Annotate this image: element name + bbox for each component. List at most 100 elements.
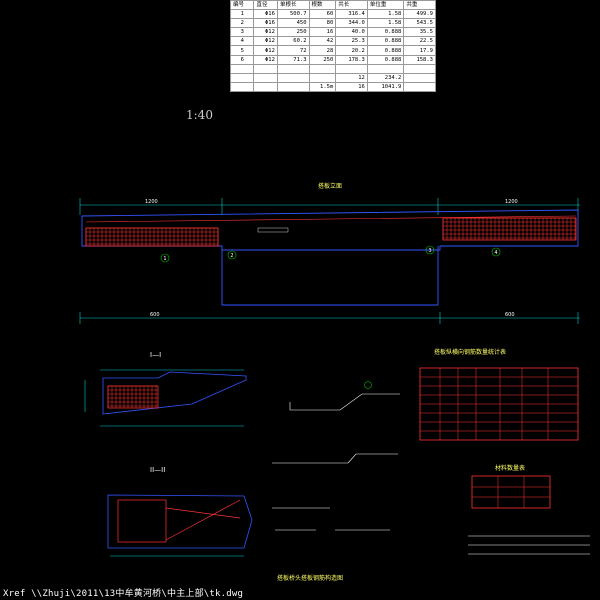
table-cell: 22.5: [403, 36, 436, 47]
rebar-bend-details: [272, 381, 400, 464]
callout-3: 3: [428, 248, 431, 254]
table-cell: [335, 63, 368, 74]
table-cell: 500.7: [276, 9, 310, 20]
table-cell: Φ12: [253, 45, 278, 56]
table-cell: 60: [308, 9, 337, 20]
callout-2: 2: [230, 253, 233, 259]
table-cell: 60.2: [276, 36, 310, 47]
table-cell: 3: [229, 27, 255, 38]
summary-table-title: 材料数量表: [495, 464, 525, 472]
table-cell: 40.0: [335, 27, 368, 38]
table-header: 直径: [253, 0, 278, 11]
table-cell: [253, 72, 278, 83]
table-cell: 0.888: [366, 45, 405, 56]
table-header: 根数: [308, 0, 337, 11]
table-cell: 178.3: [335, 54, 368, 65]
table-cell: 12: [335, 72, 368, 83]
notes: [468, 535, 590, 555]
table-header: 共长: [335, 0, 368, 11]
table-cell: 250: [276, 27, 310, 38]
table-cell: 0.888: [366, 36, 405, 47]
table-header: 编号: [229, 0, 255, 11]
table-cell: 72: [276, 45, 310, 56]
bottom-title: 搭板桥头搭板钢筋构造图: [277, 574, 343, 582]
table-cell: 250: [308, 54, 337, 65]
table-cell: Φ12: [253, 54, 278, 65]
table-cell: 543.5: [403, 18, 436, 29]
table-cell: 42: [308, 36, 337, 47]
table-cell: Φ16: [253, 18, 278, 29]
table-cell: 234.2: [366, 72, 405, 83]
table-cell: 499.9: [403, 9, 436, 20]
table-cell: 450: [276, 18, 310, 29]
table-cell: 1.58: [366, 9, 405, 20]
table-cell: 1.5m: [308, 81, 337, 93]
table-cell: 6: [229, 54, 255, 65]
table-cell: [253, 63, 278, 74]
table-cell: [276, 72, 310, 83]
dim-span-left: 600: [150, 312, 160, 318]
table-cell: 1041.9: [366, 81, 405, 93]
section-1-view: I—I: [84, 351, 247, 427]
table-cell: 158.3: [403, 54, 436, 65]
table-cell: Φ16: [253, 9, 278, 20]
table-row: [229, 63, 436, 74]
table-cell: 2: [229, 18, 255, 29]
table-cell: [403, 63, 436, 74]
table-cell: Φ12: [253, 36, 278, 47]
scale-label: 1:40: [186, 108, 213, 122]
table-cell: 0.888: [366, 54, 405, 65]
elevation-title: 搭板立面: [318, 182, 342, 190]
table-header: 共重: [403, 0, 436, 11]
file-path: Xref \\Zhuji\2011\13中牟黄河桥\中主上部\tk.dwg: [3, 589, 244, 599]
table-cell: 4: [229, 36, 255, 47]
table-cell: 17.9: [403, 45, 436, 56]
table-cell: [366, 63, 405, 74]
table-cell: [403, 81, 436, 93]
table-cell: [308, 63, 337, 74]
dim-left-label: 1200: [145, 199, 158, 205]
table-cell: 0.888: [366, 27, 405, 38]
table-cell: 5: [229, 45, 255, 56]
table-cell: 35.5: [403, 27, 436, 38]
summary-table: 材料数量表: [471, 464, 551, 509]
table-cell: [276, 63, 310, 74]
table-cell: Φ12: [253, 27, 278, 38]
table-cell: [308, 72, 337, 83]
table-cell: 344.0: [335, 18, 368, 29]
table-cell: [229, 81, 255, 93]
callout-1: 1: [163, 256, 166, 262]
table-cell: [229, 63, 255, 74]
callout-4: 4: [494, 250, 497, 256]
table-cell: 20.2: [335, 45, 368, 56]
table-cell: [229, 72, 255, 83]
table-cell: 1: [229, 9, 255, 20]
dim-span-right: 600: [505, 312, 515, 318]
section-2-view: II—II: [107, 466, 390, 557]
table-cell: 16: [335, 81, 368, 93]
table-cell: [253, 81, 278, 93]
table-cell: 16: [308, 27, 337, 38]
table-cell: 1.58: [366, 18, 405, 29]
rebar-table: 搭板纵横向钢筋数量统计表: [419, 348, 579, 441]
table-header: 单位重: [366, 0, 405, 11]
rebar-table-title: 搭板纵横向钢筋数量统计表: [434, 348, 506, 356]
table-cell: 80: [308, 18, 337, 29]
table-header: 单根长: [276, 0, 310, 11]
table-cell: [403, 72, 436, 83]
table-cell: 316.4: [335, 9, 368, 20]
table-cell: 71.3: [276, 54, 310, 65]
table-cell: [276, 81, 310, 93]
section-1-label: I—I: [150, 351, 161, 359]
elevation-view: 搭板立面 1200 1200 600 600 1: [79, 182, 580, 324]
section-2-label: II—II: [150, 466, 165, 474]
